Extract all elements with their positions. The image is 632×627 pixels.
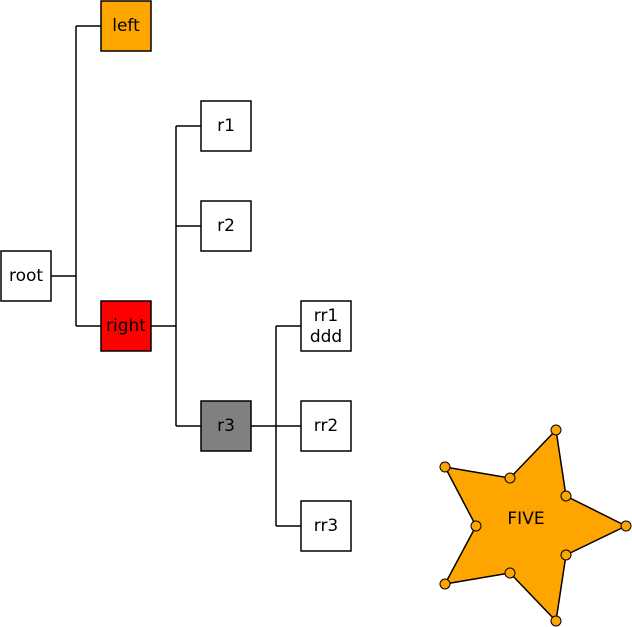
node-r1-box xyxy=(200,100,252,152)
star-label: FIVE xyxy=(507,509,544,529)
node-rr2-box xyxy=(300,400,352,452)
node-root[interactable]: root xyxy=(0,250,52,302)
node-left-box xyxy=(100,0,152,52)
star-shape-group[interactable]: FIVE xyxy=(439,424,632,627)
star-handle[interactable] xyxy=(470,520,482,532)
star-handle[interactable] xyxy=(550,424,562,436)
node-right[interactable]: right xyxy=(100,300,152,352)
node-right-box xyxy=(100,300,152,352)
node-r3[interactable]: r3 xyxy=(200,400,252,452)
star-handle[interactable] xyxy=(550,615,562,627)
star-handle[interactable] xyxy=(560,549,572,561)
node-r1[interactable]: r1 xyxy=(200,100,252,152)
node-left[interactable]: left xyxy=(100,0,152,52)
node-rr1-box xyxy=(300,300,352,352)
node-left-label: left xyxy=(112,16,140,36)
node-r2-label: r2 xyxy=(217,216,235,236)
node-r3-box xyxy=(200,400,252,452)
node-rr3-box xyxy=(300,500,352,552)
node-rr3[interactable]: rr3 xyxy=(300,500,352,552)
node-rr2[interactable]: rr2 xyxy=(300,400,352,452)
node-rr1-label-line1: rr1 xyxy=(314,306,339,326)
star-handle[interactable] xyxy=(439,461,451,473)
r3-children-connector xyxy=(251,325,301,527)
star-handle[interactable] xyxy=(439,578,451,590)
node-root-box xyxy=(0,250,52,302)
node-r2-box xyxy=(200,200,252,252)
star-handle[interactable] xyxy=(560,490,572,502)
connectors xyxy=(51,25,301,527)
node-rr3-label: rr3 xyxy=(314,516,339,536)
star-handles xyxy=(439,424,632,627)
node-r1-label: r1 xyxy=(217,116,235,136)
right-children-connector xyxy=(151,125,201,427)
node-rr1[interactable]: rr1 ddd xyxy=(300,300,352,352)
root-children-connector xyxy=(51,25,101,327)
node-rr1-label-line2: ddd xyxy=(310,327,342,347)
node-rr2-label: rr2 xyxy=(314,416,339,436)
node-r3-label: r3 xyxy=(217,416,235,436)
node-root-label: root xyxy=(9,266,43,286)
star-handle[interactable] xyxy=(620,520,632,532)
node-right-label: right xyxy=(106,316,146,336)
star-handle[interactable] xyxy=(504,472,516,484)
star-handle[interactable] xyxy=(504,567,516,579)
node-r2[interactable]: r2 xyxy=(200,200,252,252)
